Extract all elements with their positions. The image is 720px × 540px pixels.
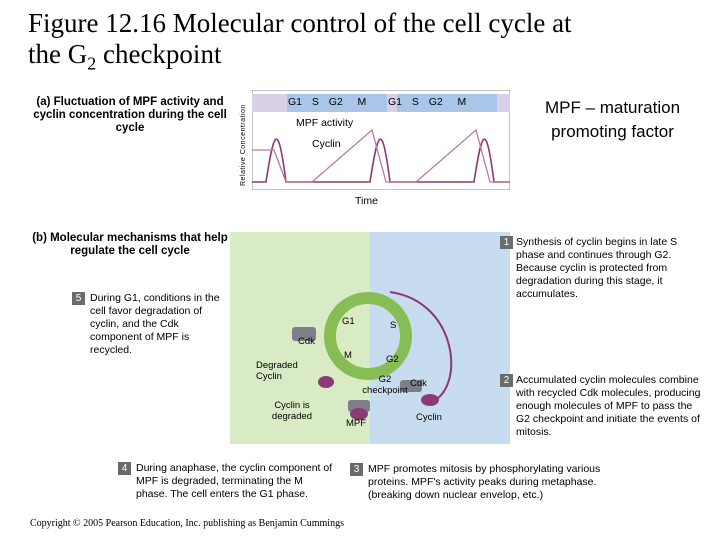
step-3-text: MPF promotes mitosis by phosphorylating … — [368, 463, 601, 501]
step-4-text: During anaphase, the cyclin component of… — [136, 462, 333, 500]
phase-band-m-end — [497, 94, 510, 112]
cyclin-right-shape — [421, 394, 439, 406]
step-5-text: During G1, conditions in the cell favor … — [90, 292, 220, 356]
cycle-label-s: S — [390, 320, 397, 331]
mpf-cyclin-shape — [350, 408, 368, 420]
step-5-number: 5 — [72, 292, 85, 305]
mpf-label: MPF — [346, 418, 367, 429]
mpf-cdk-shape — [348, 400, 370, 412]
phase-labels-2: G1 S G2 M — [388, 96, 467, 108]
g2-checkpoint-label: G2 checkpoint — [362, 374, 408, 396]
page-title: Figure 12.16 Molecular control of the ce… — [28, 8, 708, 79]
phase-band-m-start — [252, 94, 287, 112]
step-1-number: 1 — [500, 236, 513, 249]
copyright: Copyright © 2005 Pearson Education, Inc.… — [30, 518, 344, 529]
step-2-number: 2 — [500, 374, 513, 387]
phase-band-m-mid — [387, 94, 397, 112]
step-2-text: Accumulated cyclin molecules combine wit… — [516, 374, 701, 438]
degraded-cyclin-label: Degraded Cyclin — [256, 360, 298, 382]
cycle-label-m: M — [344, 350, 352, 361]
cyclin-degraded-label: Cyclin is degraded — [271, 400, 313, 422]
cyclin-right-label: Cyclin — [416, 412, 442, 423]
arrow-to-checkpoint — [389, 291, 453, 403]
phase-band-1 — [287, 94, 387, 112]
panel-b-caption: (b) Molecular mechanisms that help regul… — [32, 232, 228, 257]
title-line-2: the G2 checkpoint — [28, 39, 222, 74]
mpf-cyclin-graph — [252, 90, 510, 190]
cell-cycle-diagram — [230, 232, 510, 444]
phase-labels-1: G1 S G2 M — [288, 96, 367, 108]
mpf-activity-label: MPF activity — [296, 117, 354, 129]
step-4-number: 4 — [118, 462, 131, 475]
title-line-1: Figure 12.16 Molecular control of the ce… — [28, 8, 572, 38]
y-axis-label: Relative Concentration — [240, 104, 247, 186]
mpf-definition: MPF – maturation promoting factor — [544, 98, 681, 141]
step-3-number: 3 — [350, 463, 363, 476]
cycle-label-g2: G2 — [386, 354, 399, 365]
mpf-activity-line — [252, 138, 510, 183]
cdk-right-label: Cdk — [410, 378, 427, 389]
cyclin-label: Cyclin — [312, 138, 341, 150]
cdk-right-shape — [400, 380, 422, 392]
phase-band-2 — [397, 94, 497, 112]
degraded-cyclin-shape — [318, 376, 334, 388]
cyclin-line — [252, 128, 510, 183]
cdk-left-shape — [292, 327, 316, 341]
cycle-label-g1: G1 — [342, 316, 355, 327]
cycle-ring — [324, 292, 412, 380]
cdk-left-label: Cdk — [298, 336, 315, 347]
x-axis-label: Time — [355, 195, 378, 207]
panel-a-caption: (a) Fluctuation of MPF activity and cycl… — [33, 96, 227, 134]
panel-blue-area — [370, 232, 510, 444]
step-1-text: Synthesis of cyclin begins in late S pha… — [516, 236, 678, 300]
